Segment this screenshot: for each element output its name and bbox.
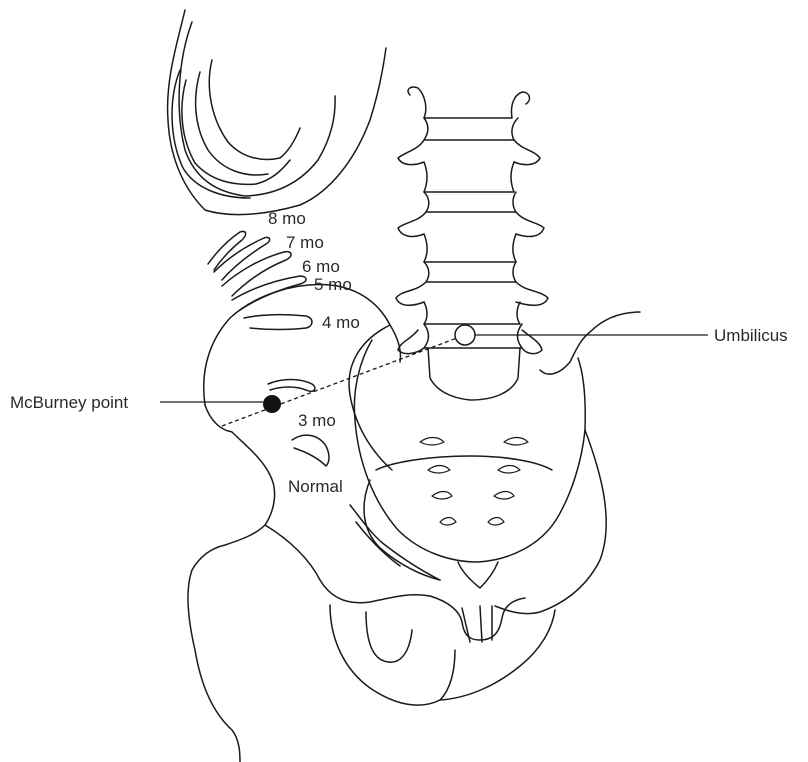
label-4-mo: 4 mo bbox=[322, 313, 360, 332]
spino-umbilical-line bbox=[222, 335, 465, 426]
label-5-mo: 5 mo bbox=[314, 275, 352, 294]
label-3-mo: 3 mo bbox=[298, 411, 336, 430]
right-ilium bbox=[495, 312, 640, 614]
mcburney-point-marker bbox=[263, 395, 281, 413]
umbilicus-marker bbox=[455, 325, 475, 345]
umbilicus-label: Umbilicus bbox=[714, 326, 788, 345]
label-7-mo: 7 mo bbox=[286, 233, 324, 252]
label-8-mo: 8 mo bbox=[268, 209, 306, 228]
mcburney-point-label: McBurney point bbox=[10, 393, 128, 412]
sacrum bbox=[354, 340, 585, 588]
rib-cage bbox=[168, 10, 386, 215]
lumbar-spine bbox=[396, 87, 548, 400]
left-ilium bbox=[188, 285, 555, 762]
label-normal: Normal bbox=[288, 477, 343, 496]
label-6-mo: 6 mo bbox=[302, 257, 340, 276]
